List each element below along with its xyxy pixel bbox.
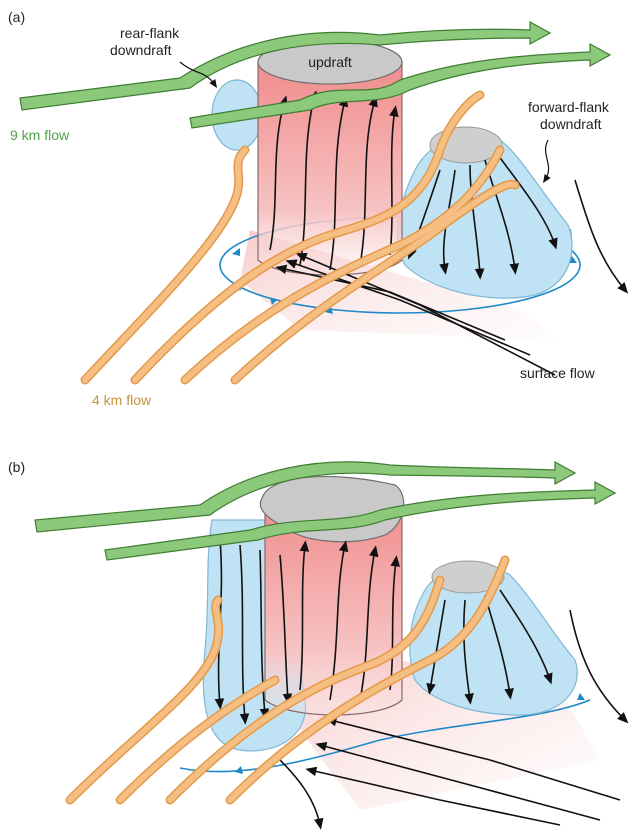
panel-a-label: (a) — [8, 9, 25, 25]
flow-9km-arrows — [19, 20, 612, 129]
rfd-label-line1: rear-flank — [120, 25, 180, 41]
ffd-label-line1: forward-flank — [528, 99, 610, 115]
flow-9km-arrows-b — [34, 460, 617, 561]
panel-b-label: (b) — [8, 459, 25, 475]
rfd-leader — [179, 61, 217, 88]
flow-4km-arrows-fill — [82, 92, 518, 383]
ffd-leader — [543, 139, 551, 183]
surface-flow-label: surface flow — [520, 365, 596, 381]
updraft-label: updraft — [308, 54, 352, 70]
ffd-label-line2: downdraft — [540, 116, 602, 132]
ffd-top-b — [431, 560, 505, 594]
flow-9km-label: 9 km flow — [10, 127, 70, 143]
flow-4km-label: 4 km flow — [92, 392, 152, 408]
surface-flow-lines-b — [279, 609, 629, 830]
rfd-label-line2: downdraft — [110, 42, 172, 58]
flow-4km-arrows-fill-b — [67, 557, 508, 803]
panel-b: (b) — [8, 459, 629, 830]
panel-a: (a) updraft — [8, 9, 629, 408]
